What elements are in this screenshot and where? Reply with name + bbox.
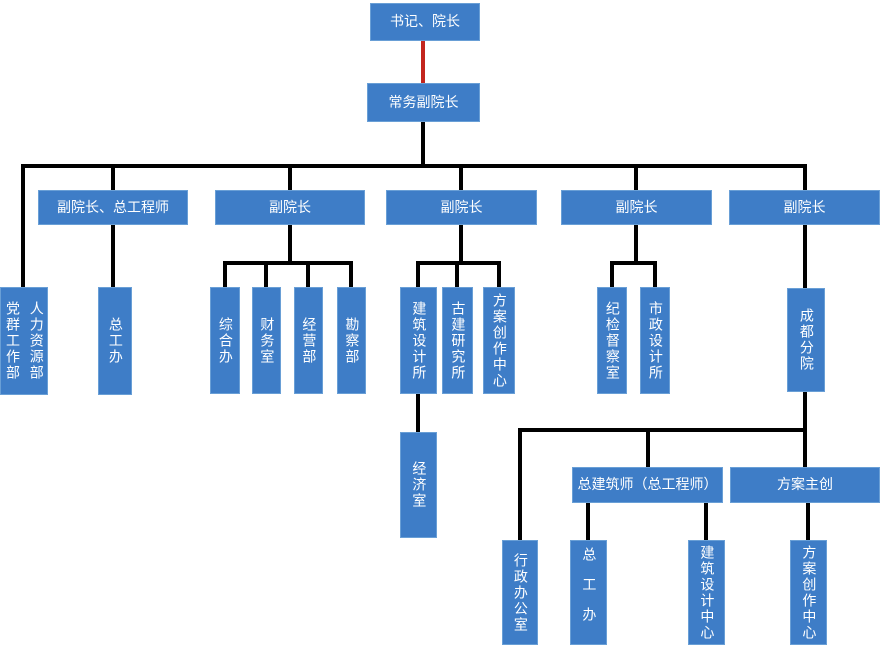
org-box-label: 方案创作中心 xyxy=(801,544,818,641)
org-box-label: 总工办 xyxy=(107,317,124,365)
connector-line xyxy=(416,263,420,287)
org-box-label: 财务室 xyxy=(259,316,276,365)
org-box-label: 书记、院长 xyxy=(390,13,460,30)
org-box-label: 副院长 xyxy=(269,198,311,215)
connector-line xyxy=(21,164,807,168)
org-box-scheme-creation-center: 方案创作中心 xyxy=(483,287,515,394)
org-box-chengdu-branch: 成都分院 xyxy=(787,288,825,392)
org-box-label: 建筑设计所 xyxy=(411,300,428,381)
connector-line xyxy=(264,263,268,287)
org-box-label: 古建研究所 xyxy=(450,300,467,381)
connector-line xyxy=(634,166,638,190)
org-box-general-office: 综合办 xyxy=(210,287,240,394)
org-box-vice-president-2: 副院长 xyxy=(386,190,537,225)
connector-line xyxy=(653,263,657,287)
org-box-branch-chief-engineer-office: 总工办 xyxy=(570,540,607,645)
org-box-label: 市政设计所 xyxy=(647,300,664,381)
org-box-ancient-architecture-institute: 古建研究所 xyxy=(442,287,473,394)
connector-line xyxy=(803,166,807,190)
org-box-architecture-design-institute: 建筑设计所 xyxy=(400,287,437,394)
org-box-economy-office: 经济室 xyxy=(400,432,437,538)
connector-line xyxy=(803,430,807,467)
org-box-label: 勘察部 xyxy=(344,316,361,365)
org-box-label: 纪检督察室 xyxy=(604,300,621,381)
org-box-operations-dept: 经营部 xyxy=(294,287,323,394)
org-box-secretary-president: 书记、院长 xyxy=(370,3,480,41)
connector-line xyxy=(288,166,292,190)
connector-line xyxy=(21,166,25,287)
connector-line xyxy=(111,225,115,287)
org-box-vp-chief-engineer: 副院长、总工程师 xyxy=(38,190,188,225)
connector-line xyxy=(288,225,292,263)
connector-line xyxy=(518,430,522,540)
org-box-branch-scheme-creation-center: 方案创作中心 xyxy=(790,540,827,645)
connector-line xyxy=(518,428,807,432)
org-box-label: 经营部 xyxy=(301,316,318,365)
connector-line xyxy=(223,263,227,287)
org-box-label: 综合办 xyxy=(217,316,234,365)
connector-line-red xyxy=(421,41,425,83)
org-box-label: 成都分院 xyxy=(798,308,815,372)
connector-line xyxy=(586,503,590,540)
connector-line xyxy=(455,263,459,287)
org-box-label: 行政办公室 xyxy=(512,552,529,633)
connector-line xyxy=(704,503,708,540)
connector-line xyxy=(459,225,463,263)
org-box-label: 常务副院长 xyxy=(388,93,459,110)
org-box-admin-office: 行政办公室 xyxy=(502,540,538,645)
org-box-label: 副院长、总工程师 xyxy=(57,198,169,215)
connector-line xyxy=(803,225,807,288)
org-box-label: 方案创作中心 xyxy=(491,292,508,389)
org-box-label: 人力资源部 党群工作部 xyxy=(5,301,45,381)
org-box-hr-party-dept: 人力资源部 党群工作部 xyxy=(0,287,48,395)
org-box-label: 副院长 xyxy=(783,198,826,215)
org-box-discipline-inspection-office: 纪检督察室 xyxy=(597,287,627,394)
org-box-label: 副院长 xyxy=(440,198,483,215)
org-box-label: 总工办 xyxy=(581,547,598,638)
org-box-vice-president-1: 副院长 xyxy=(215,190,365,225)
connector-line xyxy=(111,166,115,190)
connector-line xyxy=(610,261,657,265)
connector-line xyxy=(306,263,310,287)
org-box-scheme-lead: 方案主创 xyxy=(730,467,880,503)
org-box-chief-architect: 总建筑师（总工程师） xyxy=(572,467,723,503)
org-box-executive-vice-president: 常务副院长 xyxy=(367,83,480,122)
connector-line xyxy=(610,263,614,287)
org-box-survey-dept: 勘察部 xyxy=(337,287,366,394)
org-box-label: 方案主创 xyxy=(777,476,833,493)
org-box-vice-president-3: 副院长 xyxy=(561,190,712,225)
connector-line xyxy=(806,503,810,540)
connector-line xyxy=(223,261,353,265)
org-box-chief-engineer-office: 总工办 xyxy=(98,287,132,395)
org-box-vice-president-4: 副院长 xyxy=(729,190,880,225)
org-box-label: 经济室 xyxy=(411,461,428,509)
connector-line xyxy=(421,122,425,166)
org-box-architecture-design-center: 建筑设计中心 xyxy=(688,540,725,645)
connector-line xyxy=(497,263,501,287)
connector-line xyxy=(349,263,353,287)
connector-line xyxy=(803,392,807,430)
connector-line xyxy=(634,225,638,263)
connector-line xyxy=(459,166,463,190)
org-box-label: 副院长 xyxy=(615,198,658,215)
org-box-label: 建筑设计中心 xyxy=(699,544,716,641)
org-box-municipal-design-institute: 市政设计所 xyxy=(640,287,670,394)
connector-line xyxy=(416,394,420,432)
org-box-finance-office: 财务室 xyxy=(252,287,281,394)
connector-line xyxy=(646,430,650,467)
org-box-label: 总建筑师（总工程师） xyxy=(577,476,718,493)
